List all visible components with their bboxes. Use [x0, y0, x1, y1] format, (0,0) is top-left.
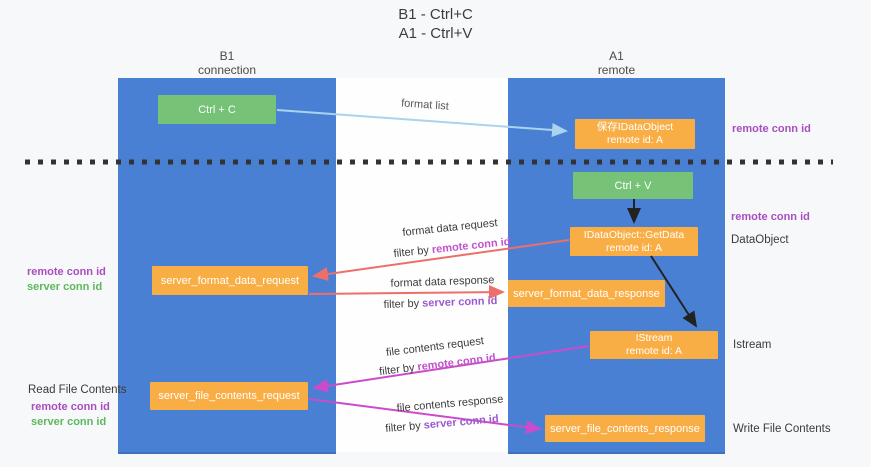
- node-istream-line1: IStream: [635, 332, 673, 344]
- label-read-file-contents: Read File Contents: [28, 384, 127, 396]
- lane-b1-title: B1: [219, 49, 235, 63]
- label-dataobject: DataObject: [731, 234, 789, 246]
- lane-header-a1: A1 remote: [508, 49, 725, 77]
- lane-header-b1: B1 connection: [118, 49, 336, 77]
- label-remote-conn-id-top: remote conn id: [732, 123, 811, 135]
- title-line1: B1 - Ctrl+C: [398, 6, 473, 23]
- label-istream: Istream: [733, 339, 772, 351]
- node-ctrl-c: Ctrl + C: [158, 95, 276, 124]
- page-title: B1 - Ctrl+C A1 - Ctrl+V: [0, 5, 871, 43]
- node-getdata-line1: IDataObject::GetData: [583, 228, 685, 241]
- node-save-dataobject: 保存IDataObject remote id: A: [575, 119, 695, 149]
- node-server-format-data-request-label: server_format_data_request: [160, 274, 300, 287]
- label-left-remote-conn-id-format: remote conn id: [27, 266, 106, 278]
- node-server-format-data-request: server_format_data_request: [152, 266, 308, 295]
- node-save-dataobject-line2: remote id: A: [606, 134, 664, 146]
- node-istream: IStream remote id: A: [590, 331, 718, 359]
- lane-b1-subtitle: connection: [197, 63, 257, 77]
- filter-by-text: filter by: [383, 297, 423, 311]
- label-left-server-conn-id-format: server conn id: [27, 281, 103, 293]
- label-left-remote-conn-id-file: remote conn id: [31, 401, 110, 413]
- node-ctrl-v-label: Ctrl + V: [614, 179, 652, 192]
- lane-a1-title: A1: [609, 49, 624, 63]
- node-server-file-contents-response-label: server_file_contents_response: [550, 422, 700, 435]
- node-server-file-contents-response: server_file_contents_response: [545, 415, 705, 442]
- node-server-format-data-response-label: server_format_data_response: [513, 287, 660, 300]
- node-istream-line2: remote id: A: [625, 345, 683, 357]
- node-idataobject-getdata: IDataObject::GetData remote id: A: [570, 227, 698, 256]
- label-write-file-contents: Write File Contents: [733, 423, 831, 435]
- label-left-server-conn-id-file: server conn id: [31, 416, 107, 428]
- label-remote-conn-id-mid: remote conn id: [731, 211, 810, 223]
- node-server-format-data-response: server_format_data_response: [508, 280, 665, 307]
- node-save-dataobject-line1: 保存IDataObject: [596, 121, 674, 133]
- node-server-file-contents-request-label: server_file_contents_request: [158, 390, 300, 402]
- node-server-file-contents-request: server_file_contents_request: [150, 382, 308, 410]
- title-line2: A1 - Ctrl+V: [398, 25, 473, 42]
- lane-a1-subtitle: remote: [597, 63, 636, 77]
- node-ctrl-v: Ctrl + V: [573, 172, 693, 199]
- node-getdata-line2: remote id: A: [605, 241, 663, 254]
- node-ctrl-c-label: Ctrl + C: [198, 103, 236, 116]
